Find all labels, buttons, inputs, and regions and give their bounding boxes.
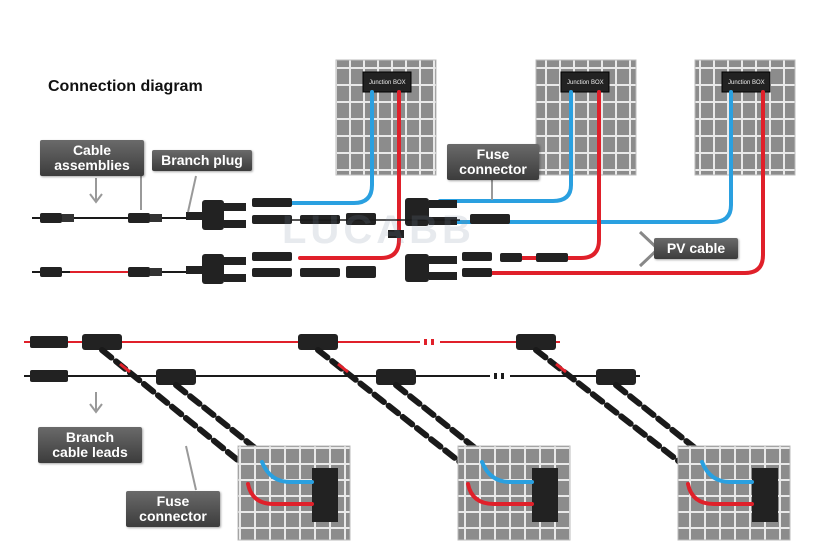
- label-cable-assemblies: Cable assemblies: [40, 140, 144, 176]
- label-branch-cable-leads-line2: cable leads: [52, 444, 128, 460]
- label-fuse-connector-top-line1: Fuse: [476, 146, 510, 162]
- label-branch-plug: Branch plug: [152, 150, 252, 171]
- branch-lead-red-tips: [119, 362, 567, 374]
- label-pointer-lines: [89, 169, 493, 491]
- label-fuse-connector-top: Fuse connector: [447, 144, 539, 180]
- bottom-solar-panel-2: [457, 445, 571, 541]
- cable-assembly-top: [32, 213, 200, 223]
- top-red-cables: [298, 90, 765, 275]
- top-connector-row: [252, 198, 376, 278]
- bottom-panel-cables: [246, 460, 754, 506]
- top-blue-cables: [290, 90, 733, 224]
- label-pv-cable: PV cable: [654, 238, 738, 259]
- fuse-and-branch-group: [388, 198, 568, 282]
- junction-box-2: [560, 71, 610, 93]
- junction-box-1-label: Junction BOX: [369, 80, 406, 86]
- bottom-solar-panel-1: [237, 445, 351, 541]
- t-branch-connectors: [82, 334, 636, 385]
- trunk-cable-gaps: [420, 339, 510, 379]
- diagram-title: Connection diagram: [48, 78, 203, 95]
- label-fuse-connector-top-line2: connector: [459, 161, 527, 177]
- label-fuse-connector-bottom: Fuse connector: [126, 491, 220, 527]
- bottom-junction-box-1: [312, 468, 338, 522]
- branch-plug-bottom: [186, 254, 246, 284]
- cable-assembly-bottom: [32, 267, 200, 277]
- watermark-text: LUCABB: [282, 208, 475, 252]
- label-branch-cable-leads: Branch cable leads: [38, 427, 142, 463]
- label-branch-cable-leads-line1: Branch: [65, 429, 115, 445]
- junction-box-3: [721, 71, 771, 93]
- branch-plug-top: [186, 200, 246, 230]
- junction-box-2-label: Junction BOX: [567, 80, 604, 86]
- top-solar-panel-2: Junction BOX: [535, 59, 637, 176]
- trunk-end-plugs: [30, 336, 68, 382]
- junction-box-1: [362, 71, 412, 93]
- bottom-junction-box-2: [532, 468, 558, 522]
- bottom-junction-box-3: [752, 468, 778, 522]
- branch-leads: [99, 347, 713, 473]
- label-fuse-connector-bottom-line2: connector: [139, 508, 207, 524]
- label-cable-assemblies-line1: Cable: [72, 142, 112, 158]
- label-pv-cable-text: PV cable: [666, 240, 726, 256]
- label-fuse-connector-bottom-line1: Fuse: [156, 493, 190, 509]
- top-solar-panel-1: Junction BOX: [335, 59, 437, 176]
- top-solar-panel-3: Junction BOX: [694, 59, 796, 176]
- bottom-solar-panel-3: [677, 445, 791, 541]
- junction-box-3-label: Junction BOX: [728, 80, 765, 86]
- label-branch-plug-text: Branch plug: [161, 152, 243, 168]
- label-cable-assemblies-line2: assemblies: [54, 157, 130, 173]
